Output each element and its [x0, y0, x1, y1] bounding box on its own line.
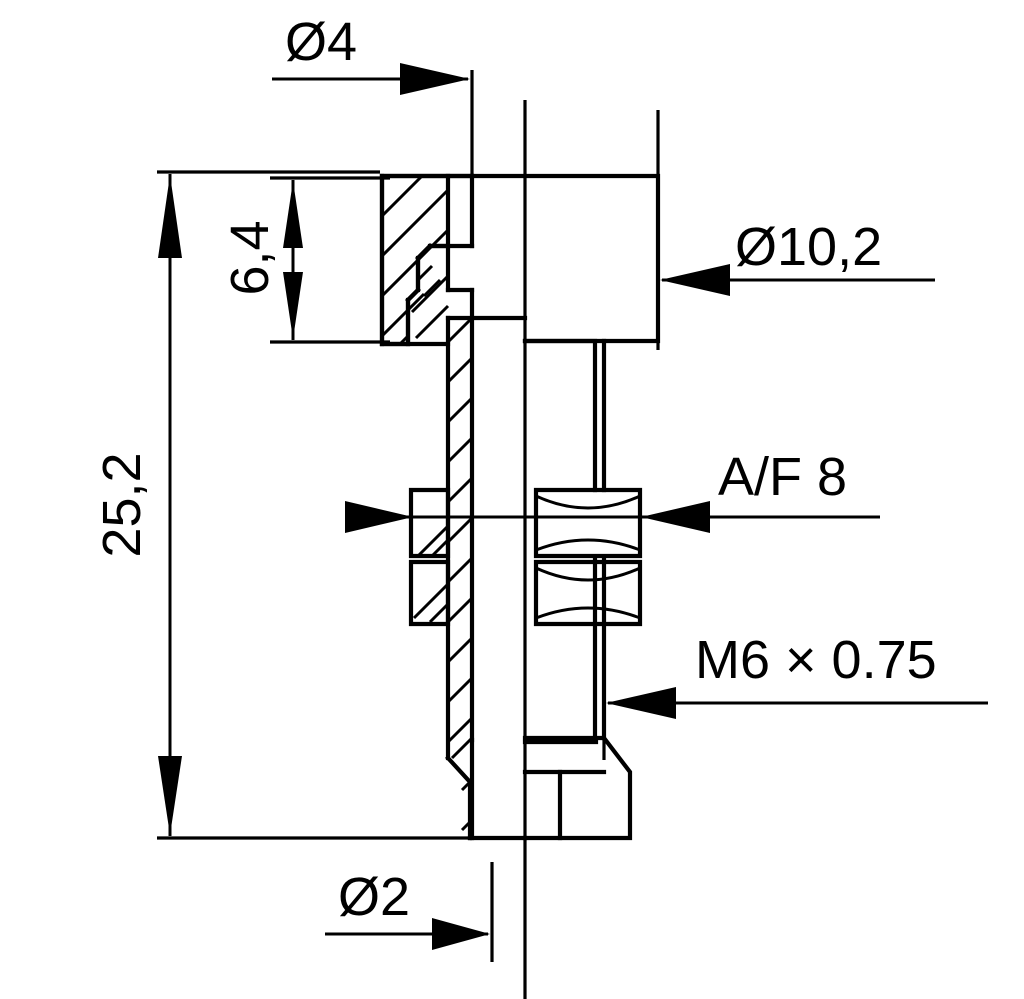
- hex-nut-section: [408, 487, 451, 627]
- dimension-dia10-2: Ø10,2: [656, 110, 935, 350]
- hex-nut-external: [533, 487, 643, 627]
- dim-label-thread: M6 × 0.75: [695, 630, 937, 690]
- dim-label-dia10-2: Ø10,2: [735, 217, 882, 277]
- dim-label-af8: A/F 8: [718, 447, 847, 507]
- section-hatching: [380, 174, 474, 832]
- shank-wall-section: [445, 315, 528, 841]
- dim-label-dia4: Ø4: [285, 12, 357, 72]
- bore-wall-section: [445, 173, 475, 249]
- dimension-6-4: 6,4: [220, 176, 390, 344]
- dimension-25-2: 25,2: [92, 170, 468, 840]
- dim-label-dia2: Ø2: [338, 867, 410, 927]
- dim-label-25-2: 25,2: [92, 452, 152, 557]
- dimension-af8: A/F 8: [345, 447, 880, 533]
- tip-nozzle: [522, 735, 633, 841]
- dimension-thread: M6 × 0.75: [602, 620, 988, 760]
- dimension-dia4: Ø4: [272, 12, 474, 200]
- dimension-dia2: Ø2: [325, 862, 494, 962]
- part-geometry: [379, 173, 661, 841]
- internal-shoulder: [405, 243, 528, 347]
- dim-label-6-4: 6,4: [220, 220, 280, 295]
